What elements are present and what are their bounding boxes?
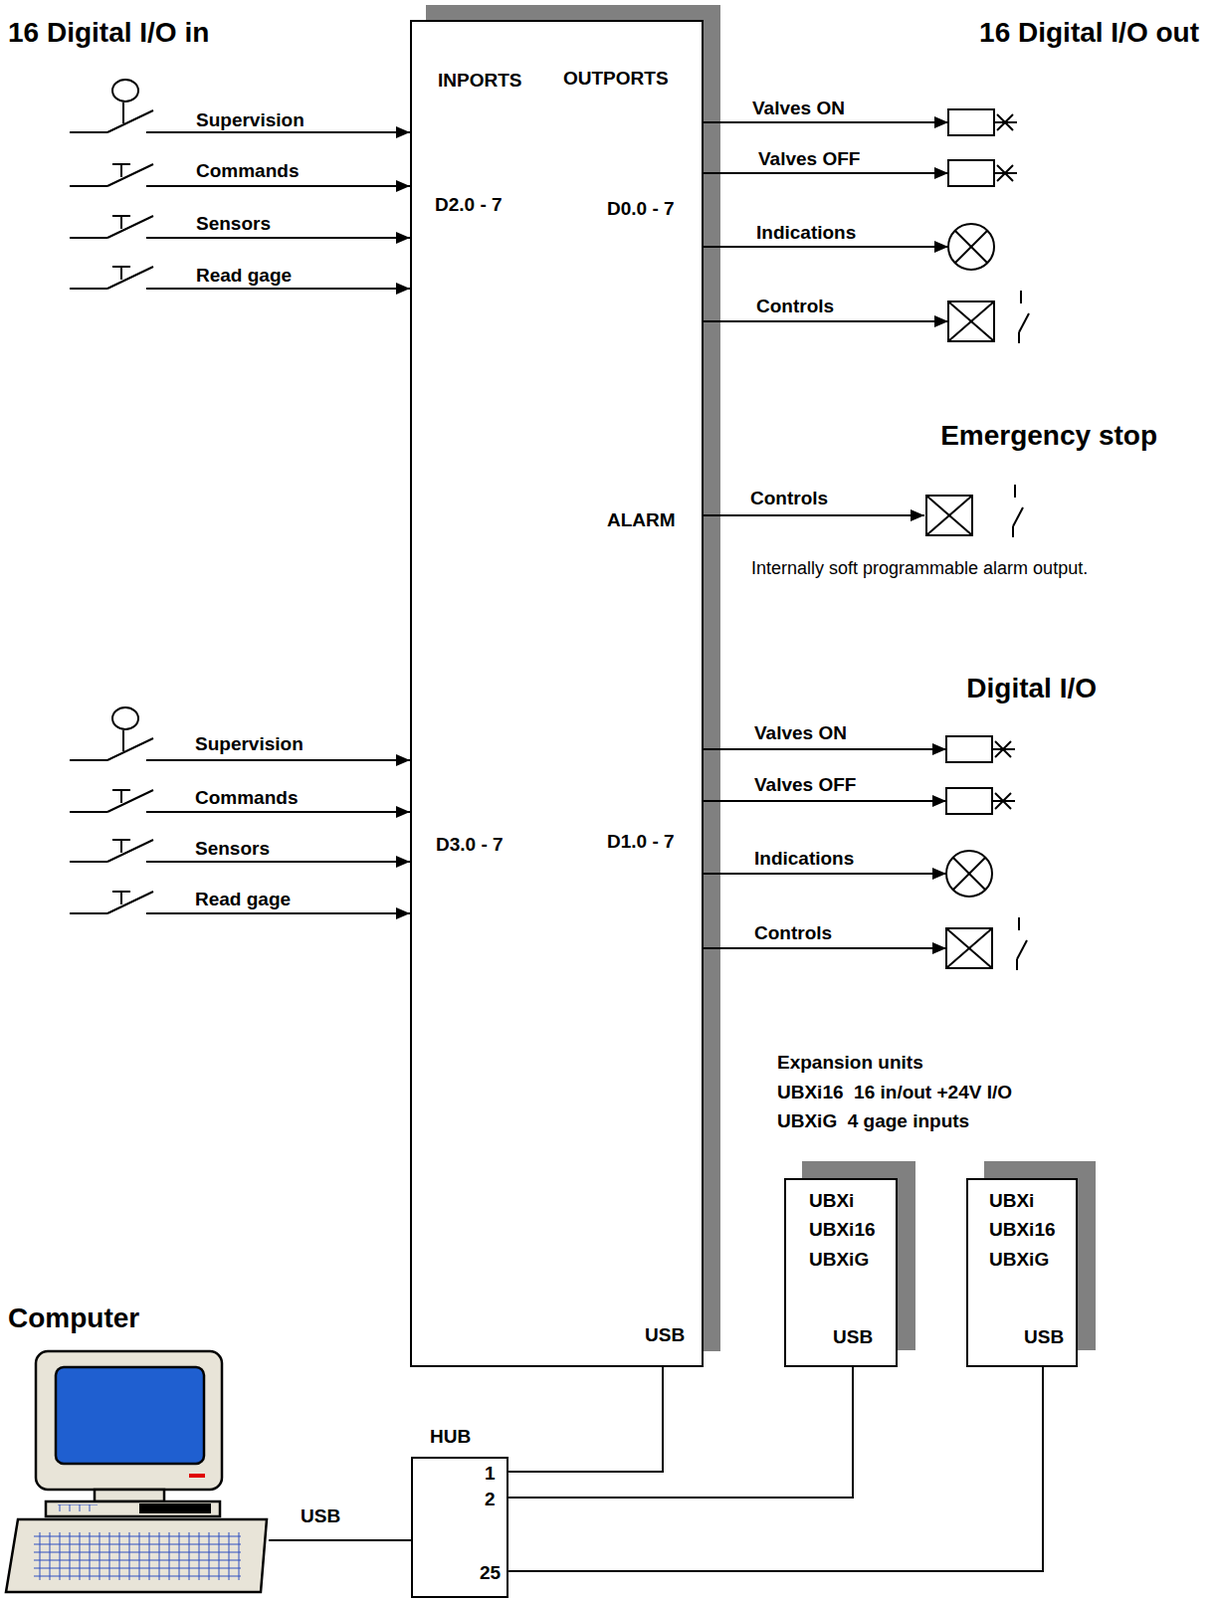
node-text: UBXi16	[809, 1218, 876, 1241]
usb-cable	[508, 1367, 1043, 1572]
node-text: UBXi16	[989, 1218, 1056, 1241]
valve-symbol	[703, 109, 1017, 136]
node-text: 25	[479, 1562, 501, 1585]
node-text: D1.0 - 7	[607, 830, 675, 853]
relay-symbol	[701, 917, 1027, 971]
annotation-label: UBXiG 4 gage inputs	[777, 1110, 970, 1133]
computer-illustration	[5, 1351, 267, 1593]
annotation-label: Controls	[750, 487, 828, 510]
node-text: UBXiG	[989, 1248, 1049, 1271]
node-text: UBXi	[989, 1190, 1034, 1213]
node-text: 2	[484, 1488, 496, 1511]
node-text: D2.0 - 7	[434, 194, 503, 216]
relay-symbol	[703, 290, 1029, 344]
node-text: Computer	[7, 1302, 140, 1335]
annotation-label: Emergency stop	[940, 419, 1158, 452]
node-text: D3.0 - 7	[435, 833, 504, 856]
node-text: USB	[832, 1326, 873, 1349]
annotation-label: UBXi16 16 in/out +24V I/O	[777, 1081, 1013, 1104]
usb-hub: HUB1225	[410, 1456, 509, 1599]
annotation-label: Valves OFF	[754, 774, 856, 797]
annotation-label: Valves OFF	[758, 148, 860, 171]
usb-cable	[508, 1367, 663, 1472]
computer-node: Computer	[7, 1303, 269, 1597]
annotation-label: Valves ON	[752, 97, 845, 120]
expansion-unit: UBXiUBXi16UBXiG USB	[784, 1178, 898, 1368]
node-text: ALARM	[607, 509, 676, 532]
annotation-label: Indications	[754, 847, 854, 870]
node-text: D0.0 - 7	[607, 198, 675, 220]
expansion-unit: UBXiUBXi16UBXiG USB	[966, 1178, 1078, 1368]
annotation-label: 16 Digital I/O in	[7, 16, 209, 49]
node-text: USB	[1023, 1326, 1064, 1349]
annotation-label: Expansion units	[777, 1051, 924, 1074]
supervision-switch	[69, 707, 410, 761]
controller-box: INPORTS OUTPORTS D2.0 - 7 D0.0 - 7 ALARM D3.0…	[409, 19, 704, 1368]
relay-symbol	[703, 484, 1023, 538]
annotation-label: Valves ON	[754, 722, 847, 745]
annotation-label: Commands	[196, 160, 299, 183]
supervision-switch	[69, 79, 410, 133]
usb-cable	[508, 1367, 853, 1498]
annotation-label: Read gage	[195, 888, 291, 911]
node-text: INPORTS	[437, 69, 522, 92]
edge-label: USB	[300, 1505, 341, 1528]
annotation-label: Supervision	[195, 733, 304, 756]
node-text: OUTPORTS	[563, 67, 669, 90]
annotation-label: Digital I/O	[966, 672, 1097, 705]
annotation-label: 16 Digital I/O out	[979, 16, 1200, 49]
node-text: UBXiG	[809, 1248, 869, 1271]
annotation-label: Indications	[756, 221, 856, 244]
node-text: USB	[644, 1324, 685, 1347]
node-text: HUB	[429, 1425, 471, 1448]
annotation-label: Commands	[195, 787, 298, 810]
usb-cable	[268, 1539, 411, 1542]
annotation-label: Internally soft programmable alarm outpu…	[751, 558, 1088, 580]
annotation-label: Sensors	[196, 212, 271, 235]
valve-symbol	[701, 788, 1015, 814]
annotation-label: Controls	[754, 922, 832, 945]
annotation-label: Controls	[756, 295, 834, 318]
annotation-label: Read gage	[196, 264, 292, 287]
annotation-label: Sensors	[195, 837, 270, 860]
annotation-label: Supervision	[196, 109, 305, 132]
valve-symbol	[703, 160, 1017, 187]
valve-symbol	[701, 736, 1015, 763]
node-text: UBXi	[809, 1190, 854, 1213]
node-text: 1	[484, 1462, 496, 1485]
